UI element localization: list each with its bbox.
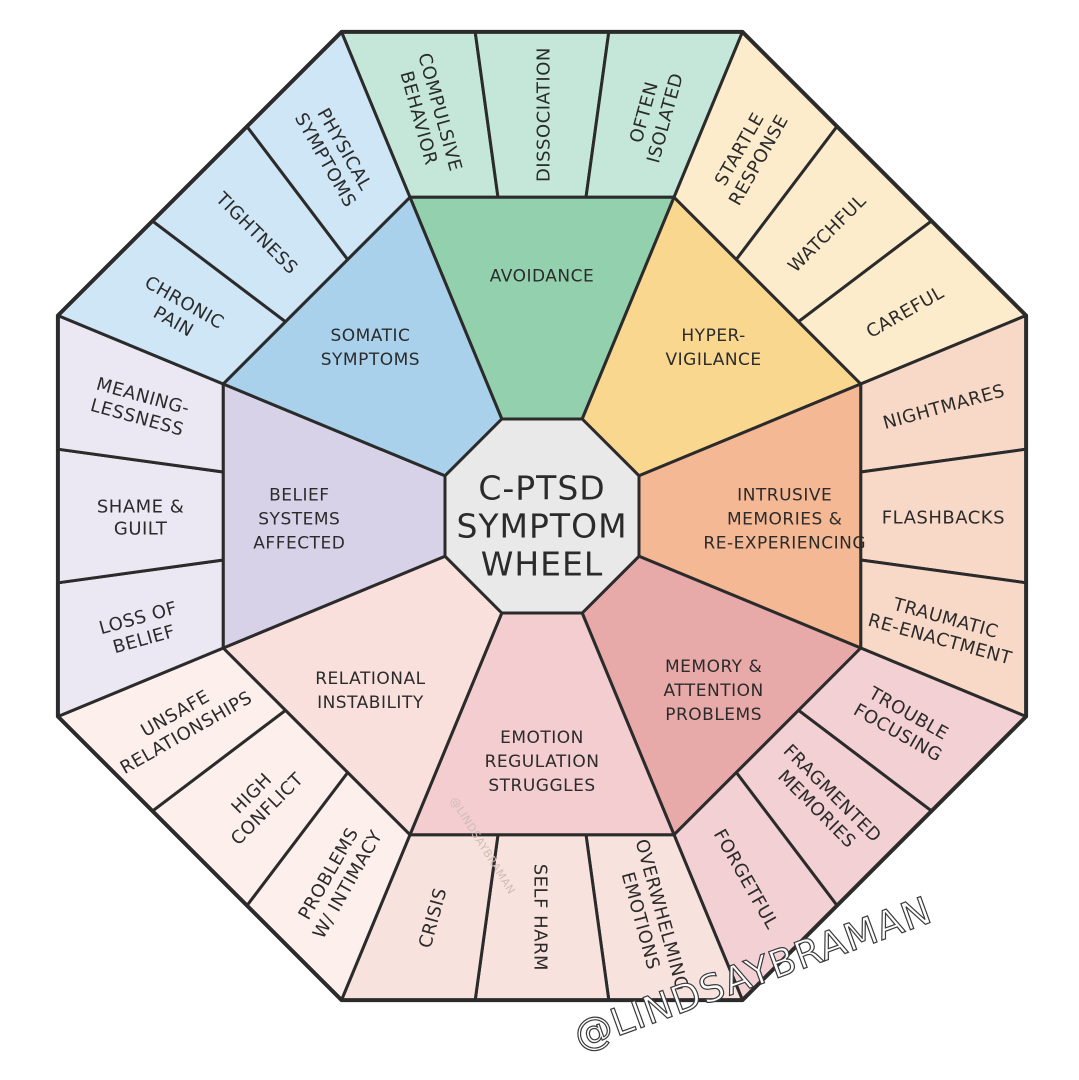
center-octagon (443, 417, 641, 615)
symptom-label-flashbacks: FLASHBACKS (882, 508, 1005, 529)
outer-ring (55, 29, 1029, 1003)
wheel-outline (55, 29, 1029, 1003)
center-hub (443, 417, 641, 615)
inner-ring (221, 195, 863, 837)
category-label-hyper-vigilance: HYPER-VIGILANCE (666, 326, 762, 370)
category-label-avoidance: AVOIDANCE (490, 267, 595, 287)
symptom-label-self-harm: SELF HARM (529, 864, 550, 971)
symptom-label-dissociation: DISSOCIATION (534, 47, 555, 182)
symptom-label-shame-guilt: SHAME &GUILT (97, 497, 184, 540)
